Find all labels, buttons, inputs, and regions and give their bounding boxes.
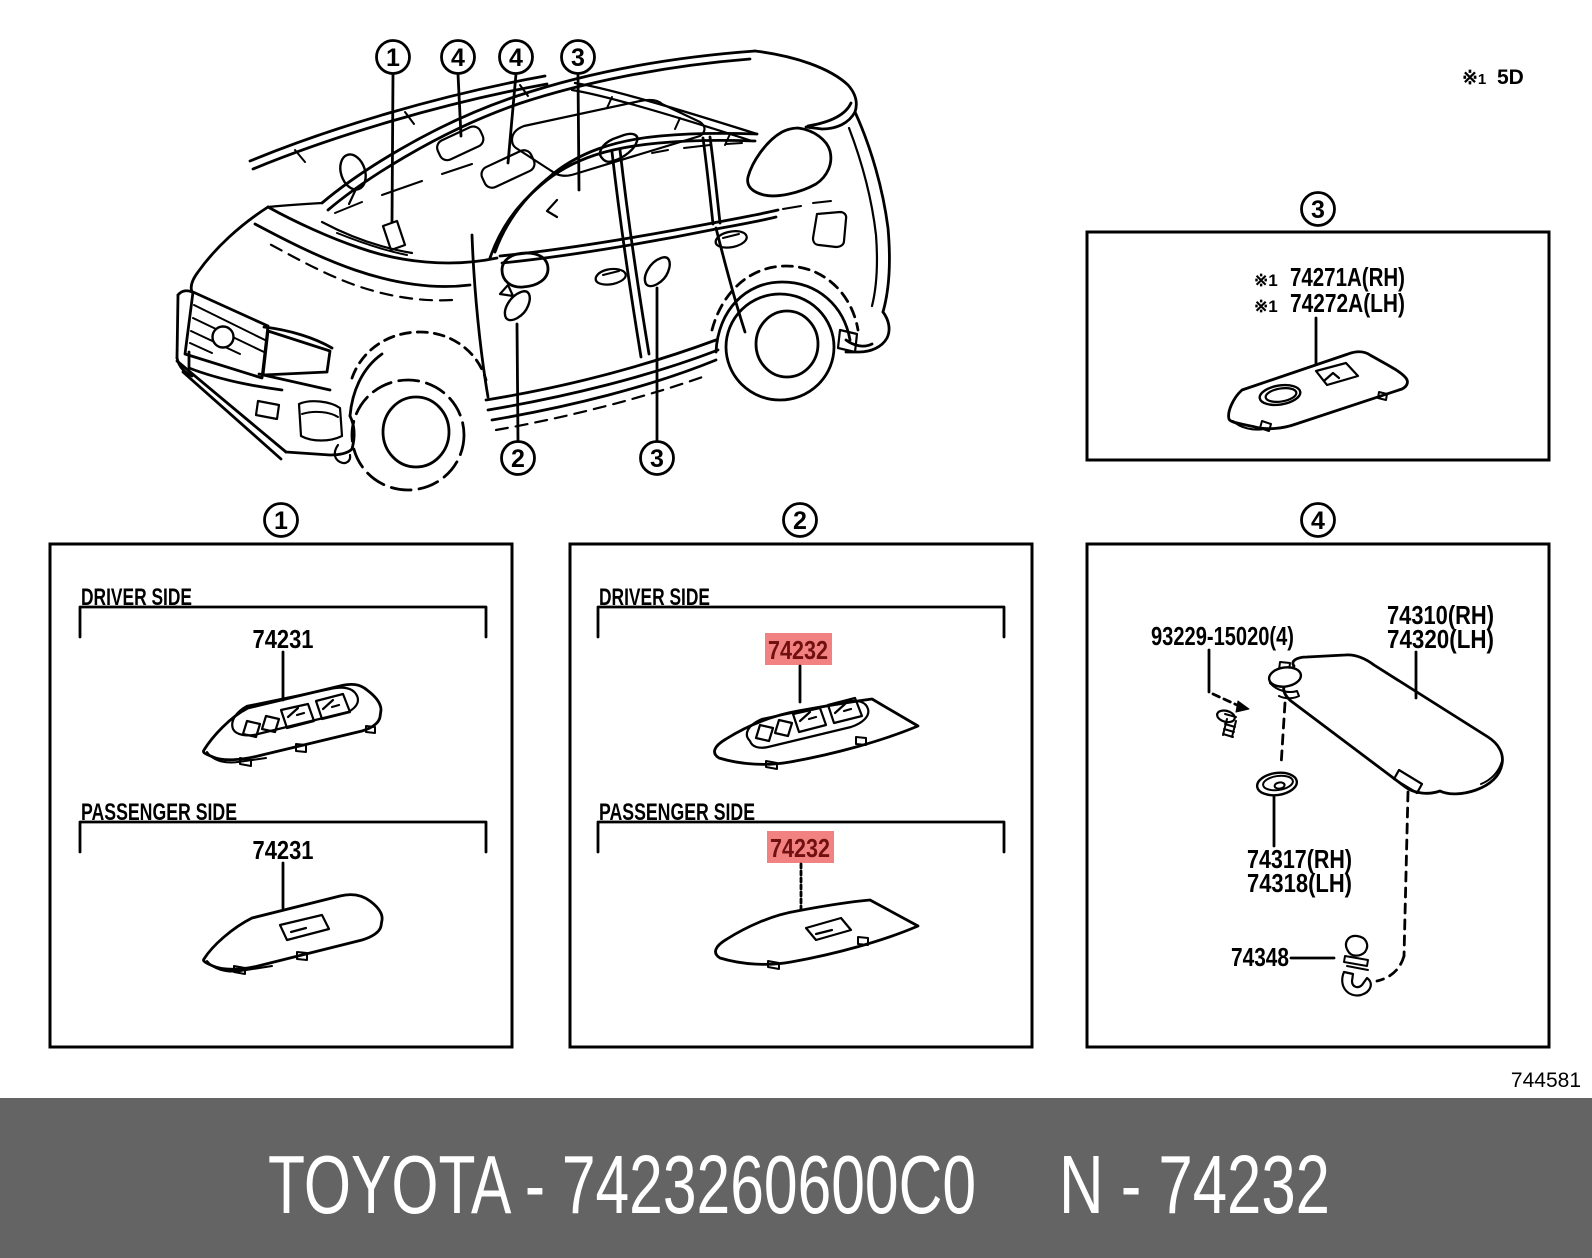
svg-text:744581: 744581 [1511, 1069, 1581, 1092]
svg-text:4: 4 [509, 44, 523, 72]
svg-text:3: 3 [650, 445, 664, 473]
svg-text:1: 1 [274, 507, 288, 535]
svg-text:74348: 74348 [1231, 942, 1289, 972]
svg-text:1: 1 [386, 44, 400, 72]
svg-text:74231: 74231 [253, 624, 314, 654]
svg-text:4: 4 [451, 44, 465, 72]
svg-text:74318(LH): 74318(LH) [1247, 868, 1352, 898]
svg-text:74310(RH): 74310(RH) [1387, 600, 1494, 630]
svg-text:3: 3 [571, 44, 585, 72]
svg-text:74272A(LH): 74272A(LH) [1290, 288, 1405, 318]
svg-text:2: 2 [793, 507, 807, 535]
svg-text:4: 4 [1311, 507, 1325, 535]
svg-text:TOYOTA - 7423260600C0: TOYOTA - 7423260600C0 [268, 1138, 976, 1231]
svg-text:※1: ※1 [1462, 68, 1486, 89]
svg-text:74232: 74232 [768, 635, 828, 665]
svg-text:74271A(RH): 74271A(RH) [1290, 262, 1405, 292]
svg-text:3: 3 [1311, 196, 1325, 224]
svg-text:※1: ※1 [1254, 297, 1278, 316]
svg-text:74232: 74232 [770, 833, 830, 863]
svg-text:N - 74232: N - 74232 [1059, 1138, 1330, 1231]
svg-text:※1: ※1 [1254, 271, 1278, 290]
svg-text:74320(LH): 74320(LH) [1387, 624, 1494, 654]
svg-text:2: 2 [511, 445, 525, 473]
svg-text:74317(RH): 74317(RH) [1247, 844, 1352, 874]
svg-text:5D: 5D [1497, 66, 1524, 89]
svg-text:93229-15020(4): 93229-15020(4) [1151, 621, 1294, 651]
svg-text:74231: 74231 [253, 835, 314, 865]
